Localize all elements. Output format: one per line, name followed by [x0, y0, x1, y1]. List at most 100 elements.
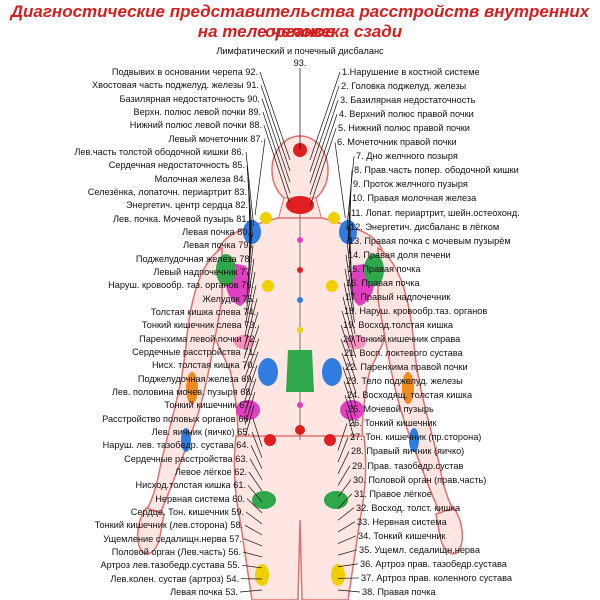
right-label: 29. Прав. тазобедр.сустав	[352, 460, 464, 471]
right-label: 5. Нижний полюс правой почки	[338, 123, 470, 134]
right-label: 19. Восход.толстая кишка	[343, 319, 454, 330]
top-label-number: 93.	[293, 58, 307, 68]
right-label: 10. Правая молочная железа	[352, 193, 477, 204]
leader-line	[337, 549, 358, 556]
leader-line	[340, 324, 357, 370]
left-label: Наруш. лев. тазобедр. сустава 64.	[102, 440, 249, 451]
leader-line	[244, 391, 256, 425]
left-label: Энергетич. центр сердца 82.	[126, 200, 248, 211]
zone-spine-green	[286, 350, 314, 392]
right-label: 17. Правый надпочечник	[345, 291, 451, 302]
right-label: 14. Правая доля печени	[348, 249, 451, 260]
right-label: 31. Правое лёгкое	[354, 488, 432, 499]
leader-line	[243, 311, 259, 359]
right-hand	[435, 507, 464, 555]
leader-line	[337, 437, 349, 463]
leader-line	[346, 156, 355, 230]
leader-line	[244, 298, 258, 348]
leader-line	[254, 138, 266, 216]
leader-lines	[239, 68, 361, 593]
right-label: 36. Артроз прав. тазобедр.сустава	[360, 558, 507, 569]
leader-line	[244, 378, 257, 414]
left-label: Левый надпочечник 77.	[153, 267, 253, 277]
leader-line	[344, 268, 355, 323]
left-label: Левое лёгкое 62.	[174, 467, 247, 477]
leader-line	[309, 71, 341, 161]
left-label: Нижний полюс левой почки 88.	[129, 120, 262, 131]
zone-right-kidney-blue	[322, 358, 342, 386]
zone-right-buttock-green	[324, 491, 348, 509]
leader-line	[250, 445, 263, 469]
leader-line	[239, 589, 263, 593]
leader-line	[334, 142, 346, 219]
leader-line	[243, 351, 259, 392]
leader-line	[337, 589, 361, 593]
right-label: 33. Нервная система	[357, 516, 447, 527]
zone-left-blade-yellow	[262, 280, 274, 292]
leader-line	[249, 458, 263, 480]
leader-line	[337, 451, 350, 474]
leader-line	[342, 296, 356, 347]
right-label: 6. Мочеточник правой почки	[337, 137, 457, 148]
right-label: 23. Тело поджелуд. железы	[346, 376, 463, 387]
leader-line	[343, 381, 356, 416]
zone-spine-dot-1	[297, 237, 303, 243]
left-label: Желудок 75.	[202, 293, 255, 304]
left-label: Тонкий кишечник (лев.сторона) 58.	[94, 520, 243, 531]
leader-line	[337, 493, 353, 509]
left-label: Сердечная недостаточность 85.	[108, 160, 245, 171]
title-line-1: Диагностические представительства расстр…	[10, 2, 590, 41]
left-label: Артроз лев.тазобедр.сустава 55.	[100, 560, 240, 571]
title-line-2: на теле человека сзади	[197, 22, 403, 41]
zone-right-pink	[346, 335, 366, 349]
leader-line	[337, 521, 356, 533]
leader-line	[346, 240, 354, 300]
left-label: Лев. почка. Мочевой пузырь 81.	[113, 213, 249, 224]
right-label: 15. Правая почка	[347, 263, 421, 274]
left-label: Сердце. Тон. кишечник 59.	[130, 507, 244, 517]
leader-line	[244, 525, 263, 536]
leader-line	[337, 479, 352, 498]
left-label: Толстая кишка слева 74.	[150, 307, 256, 317]
left-label: Базилярная недостаточность 90.	[119, 93, 261, 104]
leader-line	[244, 285, 257, 337]
zone-spine-dot-3	[297, 297, 303, 303]
leader-line	[259, 71, 291, 161]
left-hand	[136, 507, 165, 555]
zone-right-forearm-orange	[402, 372, 414, 404]
leader-line	[337, 507, 355, 521]
leader-line	[246, 231, 253, 293]
left-arm	[144, 246, 223, 515]
leader-line	[243, 538, 263, 547]
leader-line	[309, 114, 338, 195]
left-label: Паренхима левой почки 72.	[139, 333, 257, 344]
right-label: 11. Лопат. периартрит, шейн.остеохонд.	[351, 207, 520, 218]
leader-line	[309, 85, 340, 172]
leader-line	[243, 325, 260, 370]
zone-left-thigh-yellow	[255, 564, 269, 586]
zone-right-blade-yellow	[326, 280, 338, 292]
right-label: 25. Мочевой пузырь	[348, 404, 434, 415]
zone-left-lumbar-magenta	[236, 400, 260, 420]
left-label: Лев.колен. сустав (артроз) 54.	[110, 573, 239, 584]
right-label: 13. Правая почка с мочевым пузырём	[349, 235, 511, 246]
left-label: Левый мочеточник 87.	[168, 133, 263, 144]
right-label: 20.Тонкий кишечник справа	[343, 334, 461, 345]
left-label: Верхн. полюс левой почки 89.	[133, 107, 262, 117]
leader-line	[245, 151, 255, 227]
leader-line	[251, 431, 263, 458]
right-arm	[377, 246, 456, 515]
zone-right-thigh-yellow	[331, 564, 345, 586]
leader-line	[337, 535, 357, 544]
leader-line	[247, 485, 263, 503]
leader-line	[337, 563, 359, 568]
leader-line	[243, 365, 258, 403]
zone-neck-red	[286, 196, 314, 214]
left-label: Лев. яичник (яичко) 65.	[151, 427, 250, 437]
zone-sacrum-red	[295, 425, 305, 435]
left-label: Сердечные расстройства 63.	[124, 453, 248, 464]
zone-right-hip-red	[324, 434, 336, 446]
left-label: Молочная железа 84.	[154, 173, 246, 184]
